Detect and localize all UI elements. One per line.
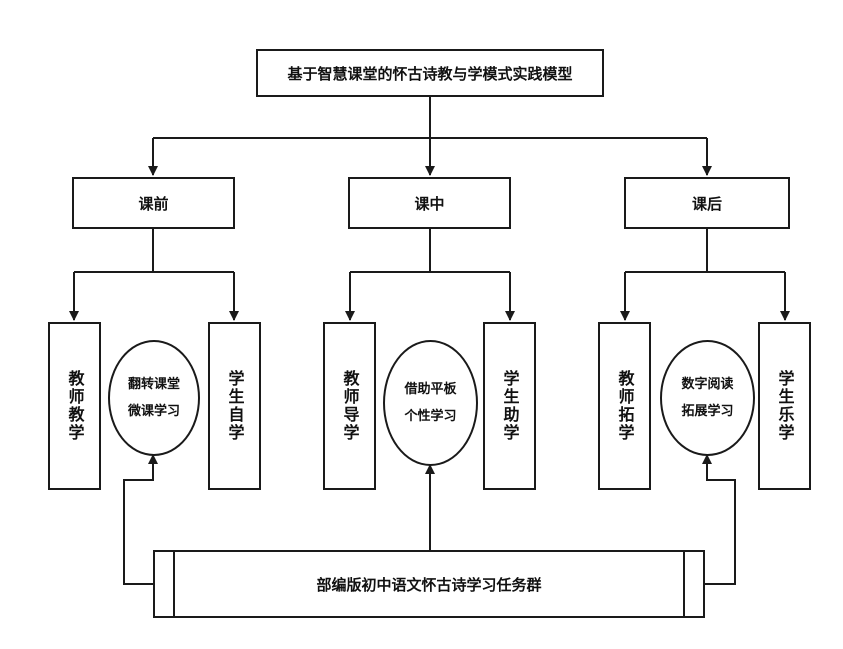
teacher-label: 教师导学 [340,370,360,442]
teacher-box-3: 教师拓学 [598,322,651,490]
student-box-1: 学生自学 [208,322,261,490]
phase-box-pre-class: 课前 [72,177,235,229]
arrow-bottom-to-method-3 [702,454,736,585]
method-line-1: 借助平板 [404,381,457,397]
phase-box-in-class: 课中 [348,177,511,229]
task-group-label: 部编版初中语文怀古诗学习任务群 [316,575,542,594]
teacher-label: 教师拓学 [615,370,635,442]
student-box-2: 学生助学 [483,322,536,490]
method-line-2: 微课学习 [127,404,180,419]
student-label: 学生乐学 [775,370,795,442]
student-label: 学生助学 [500,370,520,442]
teacher-box-1: 教师教学 [48,322,101,490]
phase-label: 课后 [691,194,722,213]
method-line-1: 翻转课堂 [127,376,180,392]
method-ellipse-1: 翻转课堂 微课学习 [108,340,200,456]
right-edge-bar [683,552,685,616]
phase-label: 课前 [138,194,169,213]
model-title-box: 基于智慧课堂的怀古诗教与学模式实践模型 [256,49,604,97]
method-line-2: 个性学习 [404,409,457,424]
method-line-2: 拓展学习 [681,404,734,419]
phase-label: 课中 [414,194,445,213]
task-group-box: 部编版初中语文怀古诗学习任务群 [153,550,705,618]
phase-box-post-class: 课后 [624,177,790,229]
model-title: 基于智慧课堂的怀古诗教与学模式实践模型 [287,64,573,83]
method-ellipse-3: 数字阅读 拓展学习 [660,340,755,456]
arrow-bottom-to-method-1 [123,454,158,585]
teacher-label: 教师教学 [65,370,85,442]
teacher-box-2: 教师导学 [323,322,376,490]
left-edge-bar [173,552,175,616]
student-label: 学生自学 [225,370,245,442]
student-box-3: 学生乐学 [758,322,811,490]
method-line-1: 数字阅读 [681,376,734,392]
method-ellipse-2: 借助平板 个性学习 [383,340,478,466]
